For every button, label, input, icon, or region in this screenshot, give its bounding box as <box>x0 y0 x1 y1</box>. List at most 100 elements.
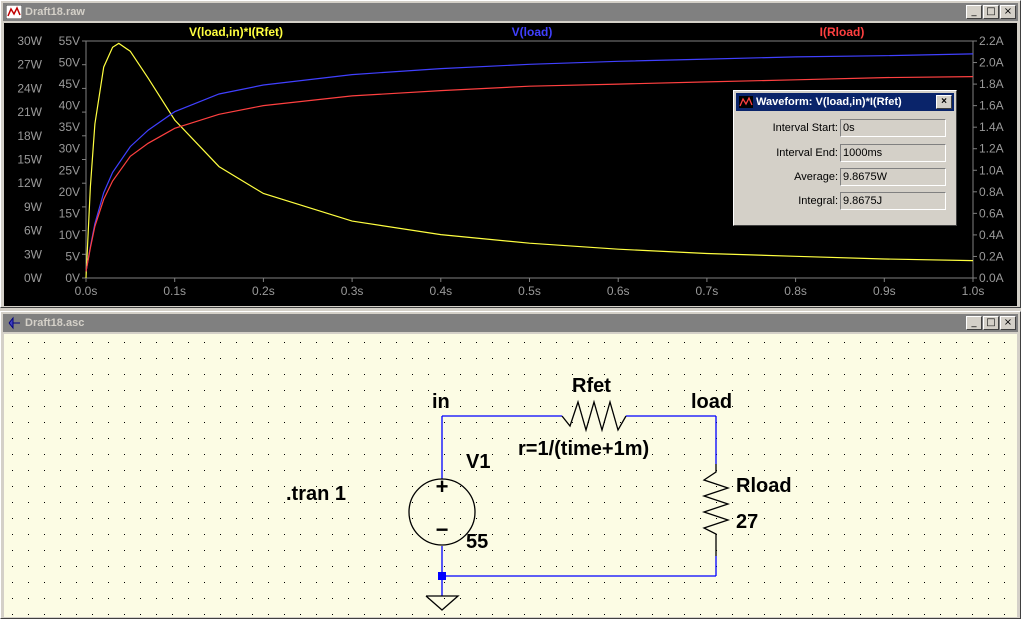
waveform-titlebar[interactable]: Draft18.raw _ □ × <box>3 3 1018 21</box>
y-current-tick-label: 0.8A <box>979 185 1004 199</box>
y-power-tick-label: 18W <box>17 129 42 143</box>
interval-start-field[interactable]: 0s <box>840 119 946 137</box>
rload-name-label[interactable]: Rload <box>736 475 792 497</box>
close-button[interactable]: × <box>1000 5 1016 19</box>
x-tick-label: 0.9s <box>873 284 896 298</box>
wires <box>441 415 717 596</box>
maximize-button[interactable]: □ <box>983 316 999 330</box>
x-tick-label: 0.2s <box>252 284 275 298</box>
source-name-label[interactable]: V1 <box>466 451 490 473</box>
y-voltage-tick-label: 45V <box>59 77 80 91</box>
interval-end-field[interactable]: 1000ms <box>840 144 946 162</box>
average-label: Average: <box>794 171 838 183</box>
y-current-tick-label: 0.4A <box>979 228 1004 242</box>
integral-label: Integral: <box>798 195 838 207</box>
schematic-app-icon <box>8 316 20 330</box>
x-tick-label: 0.5s <box>518 284 541 298</box>
y-current-tick-label: 1.6A <box>979 99 1004 113</box>
tran-directive[interactable]: .tran 1 <box>286 483 346 505</box>
x-tick-label: 0.6s <box>607 284 630 298</box>
y-current-tick-label: 1.8A <box>979 77 1004 91</box>
x-tick-label: 0.8s <box>784 284 807 298</box>
source-value-label[interactable]: 55 <box>466 531 488 553</box>
rfet-resistor-symbol[interactable] <box>561 399 627 433</box>
y-voltage-tick-label: 40V <box>59 99 80 113</box>
y-current-tick-label: 0.2A <box>979 249 1004 263</box>
y-voltage-tick-label: 0V <box>65 271 80 285</box>
interval-start-label: Interval Start: <box>772 122 838 134</box>
y-voltage-tick-label: 55V <box>59 34 80 48</box>
waveform-dialog-icon <box>739 96 753 108</box>
y-power-tick-label: 30W <box>17 34 42 48</box>
y-voltage-tick-label: 20V <box>59 185 80 199</box>
legend-voltage[interactable]: V(load) <box>512 25 553 39</box>
schematic-canvas[interactable]: + − in load Rfet r=1/(time+1m) V1 55 Rlo… <box>4 334 1017 617</box>
legend-current[interactable]: I(Rload) <box>820 25 865 39</box>
schematic-drawing[interactable]: + − in load Rfet r=1/(time+1m) V1 55 Rlo… <box>4 334 1017 617</box>
waveform-app-icon <box>6 5 22 19</box>
legend-power[interactable]: V(load,in)*I(Rfet) <box>189 25 283 39</box>
schematic-titlebar[interactable]: Draft18.asc _ □ × <box>3 314 1018 332</box>
junction-node[interactable] <box>438 572 446 580</box>
waveform-window[interactable]: Draft18.raw _ □ × 0.0s 0.1s 0.2s 0.3s 0.4s 0.… <box>0 0 1021 308</box>
average-field[interactable]: 9.8675W <box>840 168 946 186</box>
y-current-tick-label: 2.0A <box>979 56 1004 70</box>
y-voltage-tick-label: 10V <box>59 228 80 242</box>
y-power-tick-label: 24W <box>17 81 42 95</box>
y-current-tick-label: 0.0A <box>979 271 1004 285</box>
y-axis-ticks: 0W 3W 6W 9W 12W 15W 18W 21W 24W 27W 30W 0V 5V 10V 15V 2… <box>17 34 1003 285</box>
y-power-tick-label: 3W <box>24 247 43 261</box>
integral-field[interactable]: 9.8675J <box>840 192 946 210</box>
ground-icon[interactable] <box>425 595 460 611</box>
y-current-tick-label: 1.2A <box>979 142 1004 156</box>
series-line-power <box>85 42 974 279</box>
plot-series <box>85 42 974 279</box>
y-voltage-tick-label: 5V <box>65 249 80 263</box>
integral-row: Integral: 9.8675J <box>734 192 954 212</box>
y-voltage-tick-label: 15V <box>59 206 80 220</box>
waveform-window-title: Draft18.raw <box>25 6 85 18</box>
y-power-tick-label: 12W <box>17 176 42 190</box>
source-plus-sign: + <box>436 474 449 499</box>
y-power-tick-label: 9W <box>24 200 43 214</box>
dialog-close-button[interactable]: × <box>936 95 952 109</box>
close-button[interactable]: × <box>1000 316 1016 330</box>
y-voltage-tick-label: 35V <box>59 120 80 134</box>
series-line-current <box>85 76 974 272</box>
plot-legend[interactable]: V(load,in)*I(Rfet) V(load) I(Rload) <box>189 25 864 39</box>
y-power-tick-label: 21W <box>17 105 42 119</box>
rload-resistor-symbol[interactable] <box>701 464 731 556</box>
y-current-tick-label: 1.4A <box>979 120 1004 134</box>
source-minus-sign: − <box>436 517 449 542</box>
y-current-tick-label: 1.0A <box>979 163 1004 177</box>
rload-value-label[interactable]: 27 <box>736 511 758 533</box>
schematic-window[interactable]: Draft18.asc _ □ × <box>0 311 1021 619</box>
x-tick-label: 1.0s <box>962 284 985 298</box>
y-power-tick-label: 6W <box>24 224 43 238</box>
x-tick-label: 0.4s <box>429 284 452 298</box>
y-voltage-tick-label: 30V <box>59 142 80 156</box>
voltage-source-symbol[interactable] <box>408 478 476 546</box>
net-label-in[interactable]: in <box>432 391 450 413</box>
interval-start-row: Interval Start: 0s <box>734 119 954 139</box>
waveform-info-dialog[interactable]: Waveform: V(load,in)*I(Rfet) × Interval … <box>733 90 957 226</box>
schematic-grid <box>4 334 1017 617</box>
x-tick-label: 0.0s <box>75 284 98 298</box>
rfet-value-label[interactable]: r=1/(time+1m) <box>518 438 649 460</box>
maximize-button[interactable]: □ <box>983 5 999 19</box>
rfet-name-label[interactable]: Rfet <box>572 375 611 397</box>
dialog-titlebar[interactable]: Waveform: V(load,in)*I(Rfet) × <box>736 93 954 111</box>
interval-end-row: Interval End: 1000ms <box>734 144 954 164</box>
y-power-tick-label: 0W <box>24 271 43 285</box>
y-power-tick-label: 15W <box>17 153 42 167</box>
y-current-tick-label: 2.2A <box>979 34 1004 48</box>
net-label-load[interactable]: load <box>691 391 732 413</box>
minimize-button[interactable]: _ <box>966 316 982 330</box>
y-power-tick-label: 27W <box>17 58 42 72</box>
interval-end-label: Interval End: <box>776 147 838 159</box>
x-tick-label: 0.3s <box>341 284 364 298</box>
x-tick-label: 0.1s <box>163 284 186 298</box>
y-voltage-tick-label: 25V <box>59 163 80 177</box>
minimize-button[interactable]: _ <box>966 5 982 19</box>
